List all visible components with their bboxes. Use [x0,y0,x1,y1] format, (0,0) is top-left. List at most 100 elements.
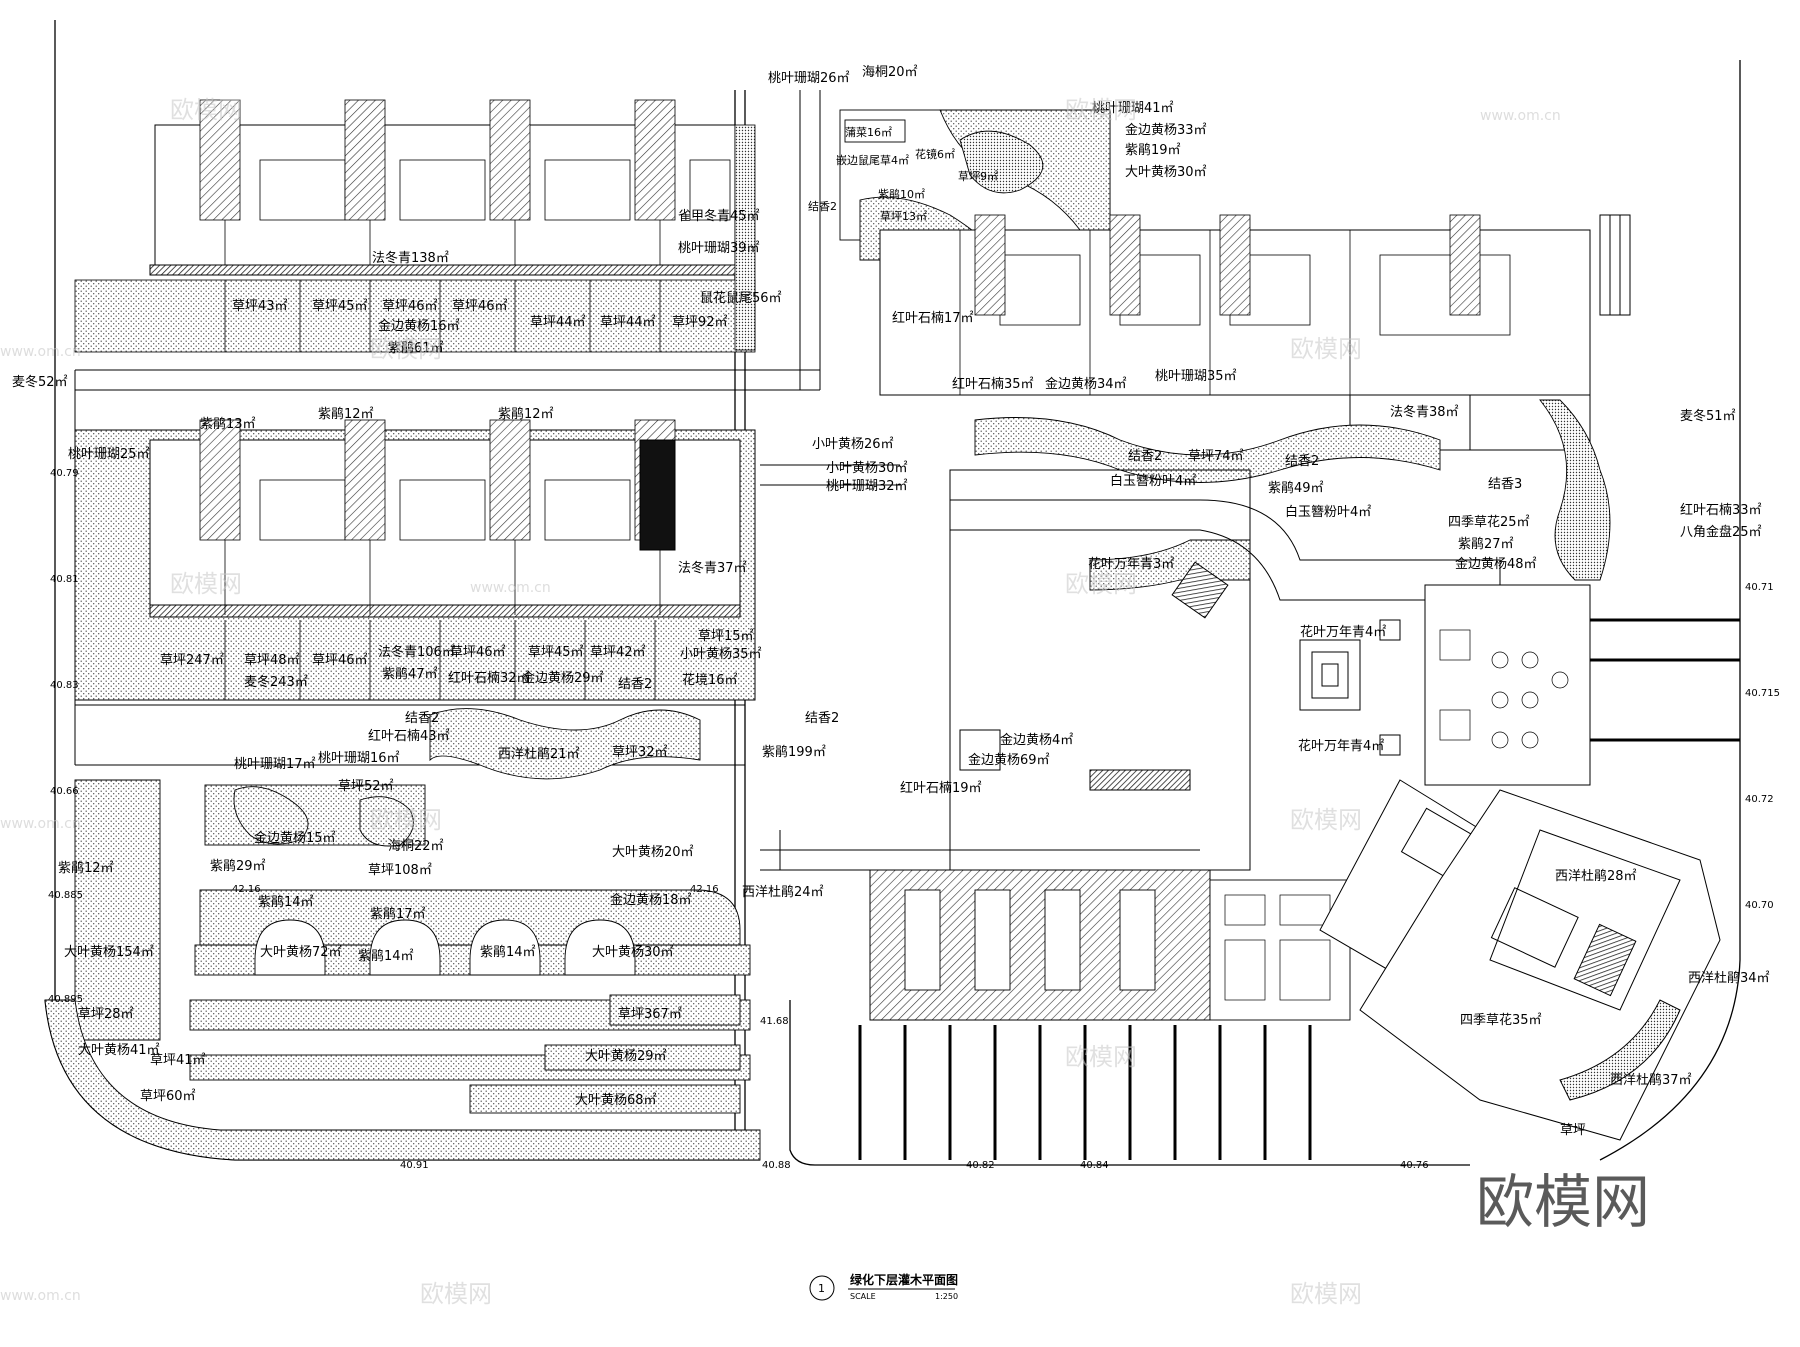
watermarks: 欧模网 欧模网 欧模网 欧模网 欧模网 欧模网 欧模网 欧模网 欧模网 欧模网 … [0,96,1561,1308]
plant-label: 紫鹃19㎡ [1125,142,1181,158]
plant-label: 草坪60㎡ [140,1089,196,1104]
plant-label: 紫鹃29㎡ [210,858,266,874]
plant-label: 草坪52㎡ [338,779,394,794]
elevation-label: 40.70 [1745,900,1774,911]
plant-label: 大叶黄杨20㎡ [612,845,694,860]
plant-label: 草坪367㎡ [618,1007,682,1022]
plant-label: 桃叶珊瑚39㎡ [678,241,760,256]
plant-label: 麦冬51㎡ [1680,408,1736,424]
watermark-url: www.om.cn [0,344,81,360]
building-lower-center [869,869,1351,1021]
plant-label: 紫鹃10㎡ [878,187,925,201]
watermark-text: 欧模网 [170,570,242,598]
plant-label: 法冬青106㎡ [378,644,455,660]
plant-label: 花叶万年青3㎡ [1088,556,1174,572]
plant-label: 紫鹃61㎡ [388,340,444,356]
watermark-text: 欧模网 [1290,335,1362,363]
plant-label: 蒲菜16㎡ [845,125,892,139]
plant-label: 红叶石楠19㎡ [900,780,982,796]
plant-label: 紫鹃13㎡ [200,416,256,432]
plant-label: 四季草花35㎡ [1460,1012,1542,1028]
elevation-label: 40.895 [48,994,83,1005]
elevation-label: 42.16 [690,884,719,895]
plant-label: 草坪46㎡ [382,299,438,314]
plant-label: 嵌边鼠尾草4㎡ [836,153,909,167]
plant-label: 草坪41㎡ [150,1053,206,1068]
building-row-top [149,99,741,276]
plant-label: 雀甲冬青45㎡ [678,208,760,224]
plant-label: 金边黄杨29㎡ [522,670,604,686]
plant-label: 紫鹃47㎡ [382,666,438,682]
watermark-url: www.om.cn [0,816,81,832]
elevation-label: 40.91 [400,1160,429,1171]
elevation-label: 40.76 [1400,1160,1429,1171]
plant-label: 金边黄杨15㎡ [254,830,336,846]
watermark-text: 欧模网 [1065,1043,1137,1071]
plant-label: 金边黄杨18㎡ [610,892,692,908]
plant-label: 结香2 [1128,449,1162,464]
brand-logo-text: 欧模网 [1476,1168,1650,1236]
plant-label: 结香2 [805,711,839,726]
watermark-text: 欧模网 [420,1280,492,1308]
scale-value: 1:250 [935,1292,958,1301]
plant-label: 海桐22㎡ [388,839,444,854]
elevation-label: 41.68 [760,1016,789,1027]
plant-label: 草坪48㎡ [244,653,300,668]
plant-label: 金边黄杨69㎡ [968,752,1050,768]
plant-label: 紫鹃12㎡ [498,406,554,422]
building-row-middle [74,419,756,701]
drawing-number: 1 [818,1282,825,1295]
plant-label: 草坪46㎡ [452,299,508,314]
plant-label: 八角金盘25㎡ [1680,524,1762,540]
plant-label: 红叶石楠33㎡ [1680,502,1762,518]
plant-label: 桃叶珊瑚35㎡ [1155,369,1237,384]
plant-label: 草坪28㎡ [78,1007,134,1022]
watermark-text: 欧模网 [370,335,442,363]
plant-label: 草坪247㎡ [160,653,224,668]
drawing-number-circle [809,1275,835,1301]
plant-label: 西洋杜鹃28㎡ [1555,868,1637,884]
plant-label: 草坪42㎡ [590,645,646,660]
plant-label: 大叶黄杨30㎡ [1125,165,1207,180]
plant-label: 西洋杜鹃21㎡ [498,746,580,762]
plant-label: 草坪9㎡ [958,170,998,183]
watermark-text: 欧模网 [1065,570,1137,598]
plant-label: 金边黄杨34㎡ [1045,376,1127,392]
lawn-blocks-row-1 [74,124,756,353]
plant-label: 草坪46㎡ [312,653,368,668]
elevation-label: 40.84 [1080,1160,1109,1171]
curvy-beds-left [233,708,701,847]
watermark-url: www.om.cn [1480,108,1561,124]
plant-label: 大叶黄杨68㎡ [575,1093,657,1108]
elevation-label: 40.88 [762,1160,791,1171]
elevation-label: 40.72 [1745,794,1774,805]
plant-label: 西洋杜鹃37㎡ [1610,1072,1692,1088]
plant-label: 小叶黄杨30㎡ [826,461,908,476]
elevation-label: 42.16 [232,884,261,895]
plant-label: 草坪15㎡ [698,629,754,644]
plant-label: 草坪108㎡ [368,863,432,878]
plant-label: 白玉簪粉叶4㎡ [1110,473,1196,489]
plant-label: 紫鹃199㎡ [762,744,826,760]
plant-label: 结香2 [405,711,439,726]
elevation-label: 40.79 [50,468,79,479]
plant-label: 桃叶珊瑚17㎡ [234,757,316,772]
plant-label: 草坪45㎡ [528,645,584,660]
plant-label: 草坪45㎡ [312,299,368,314]
drawing-title: 绿化下层灌木平面图 [850,1272,958,1287]
elevation-label: 40.885 [48,890,83,901]
plant-label: 结香2 [808,200,837,213]
plant-label: 结香2 [618,677,652,692]
plant-label: 四季草花25㎡ [1448,514,1530,530]
plant-label: 草坪92㎡ [672,315,728,330]
watermark-text: 欧模网 [1290,1280,1362,1308]
plant-label: 草坪46㎡ [450,645,506,660]
plant-label: 紫鹃17㎡ [370,906,426,922]
elevation-label: 40.71 [1745,582,1774,593]
plant-label: 大叶黄杨72㎡ [260,945,342,960]
elevation-label: 40.66 [50,786,79,797]
plant-label: 大叶黄杨29㎡ [585,1049,667,1064]
plant-label: 桃叶珊瑚25㎡ [68,447,150,462]
plant-label: 紫鹃14㎡ [258,894,314,910]
